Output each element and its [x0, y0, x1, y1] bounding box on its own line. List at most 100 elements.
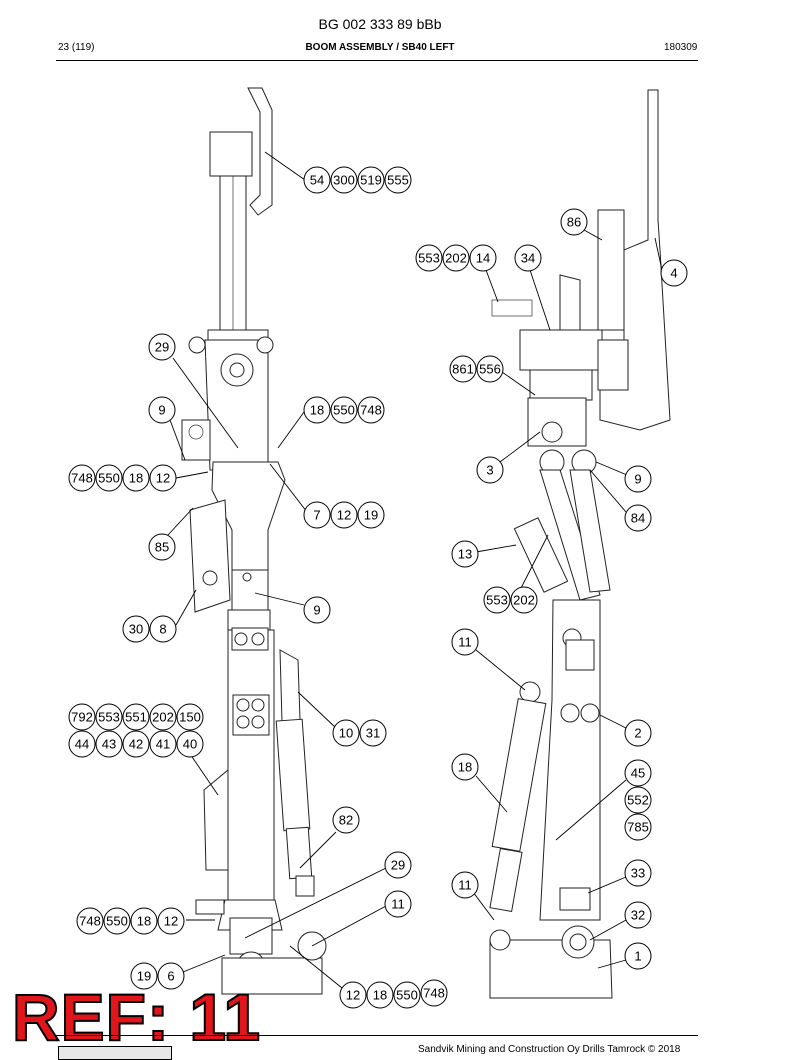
callout-18-label: 18	[373, 988, 387, 1003]
callout-54-label: 54	[310, 173, 324, 188]
callout-748-label: 748	[71, 471, 93, 486]
callout-748-label: 748	[79, 914, 101, 929]
callout-2-label: 2	[634, 726, 641, 741]
callout-29-lower: 29	[384, 851, 412, 879]
callout-550-label: 550	[396, 988, 418, 1003]
callout-300	[330, 166, 358, 194]
callout-11-label: 11	[458, 878, 472, 893]
callout-84: 84	[624, 504, 652, 532]
callout-555	[384, 166, 412, 194]
callout-86: 86	[560, 208, 588, 236]
callout-748-label: 748	[423, 986, 445, 1001]
section-title: BOOM ASSEMBLY / SB40 LEFT	[305, 42, 455, 53]
callout-9-upper: 9	[148, 396, 176, 424]
callout-29-upper-label: 29	[155, 340, 169, 355]
callout-7-label: 7	[313, 508, 320, 523]
callout-150-label: 150	[179, 710, 201, 725]
callout-519	[357, 166, 385, 194]
callout-18-label: 18	[310, 403, 324, 418]
callout-550-label: 550	[333, 403, 355, 418]
callout-32: 32	[624, 901, 652, 929]
callout-18-label: 18	[129, 471, 143, 486]
callout-555-label: 555	[387, 173, 409, 188]
callout-10-label: 10	[339, 726, 353, 741]
left-boom-view	[181, 87, 327, 995]
ref-label: REF: 11	[11, 980, 262, 1054]
callout-4: 4	[660, 259, 688, 287]
callout-40-label: 40	[183, 737, 197, 752]
callout-748-label: 748	[360, 403, 382, 418]
callout-group-18-550-748-upper: 18 550 748	[303, 396, 385, 424]
callout-9-upper-label: 9	[158, 403, 165, 418]
callout-34: 34	[514, 244, 542, 272]
callout-1: 1	[624, 942, 652, 970]
callout-group-19-6: 19 6	[130, 962, 185, 990]
page-number: 23 (119)	[58, 42, 95, 53]
callout-553-label: 553	[418, 251, 440, 266]
callout-44-label: 44	[75, 737, 89, 752]
callout-9-right: 9	[624, 465, 652, 493]
right-boom-view	[489, 89, 671, 999]
callout-group-44-43-42-41-40: 44 43 42 41 40	[68, 730, 204, 758]
callout-9-mid: 9	[303, 596, 331, 624]
callout-11-lower-left: 11	[384, 890, 412, 918]
callout-group-861-556: 861 556	[449, 355, 504, 383]
callout-group-553-202-right: 553 202	[483, 586, 538, 614]
callout-202-label: 202	[513, 593, 535, 608]
callout-11-right-lower: 11	[451, 871, 479, 899]
callout-43-label: 43	[102, 737, 116, 752]
callout-45-label: 45	[631, 766, 645, 781]
callout-82: 82	[332, 806, 360, 834]
callout-group-553-202-14: 553 202 14	[415, 244, 497, 272]
callout-785-label: 785	[627, 820, 649, 835]
document-date: 180309	[664, 42, 698, 53]
callout-519-label: 519	[360, 173, 382, 188]
callout-34-label: 34	[521, 251, 535, 266]
callout-12-label: 12	[164, 914, 178, 929]
callout-19-label: 19	[364, 508, 378, 523]
callout-30-label: 30	[129, 622, 143, 637]
callout-group-792-553-551-202-150: 792 553 551 202 150	[68, 703, 204, 731]
callout-556-label: 556	[479, 362, 501, 377]
callout-8-label: 8	[159, 622, 166, 637]
callout-group-748-550-18-12-lower: 748 550 18 12	[76, 907, 185, 935]
callout-54	[303, 166, 331, 194]
callout-18-label: 18	[137, 914, 151, 929]
callout-85: 85	[148, 533, 176, 561]
callout-12-label: 12	[346, 988, 360, 1003]
callout-33-label: 33	[631, 866, 645, 881]
callout-group-54-300-519-555: 54 300 519 555	[303, 166, 412, 194]
footer-rule	[56, 1035, 698, 1036]
callout-13: 13	[451, 540, 479, 568]
callout-group-45-552-785: 45 552 785	[624, 759, 652, 841]
callout-12-label: 12	[156, 471, 170, 486]
callout-11-label: 11	[458, 635, 472, 650]
callout-group-7-12-19: 7 12 19	[303, 501, 385, 529]
callout-202-label: 202	[445, 251, 467, 266]
callout-18-label: 18	[458, 760, 472, 775]
callout-6-label: 6	[167, 969, 174, 984]
callout-group-10-31: 10 31	[332, 719, 387, 747]
callout-group-748-550-18-12-mid: 748 550 18 12	[68, 464, 177, 492]
callout-4-label: 4	[670, 266, 677, 281]
callout-11-right-mid: 11	[451, 628, 479, 656]
callout-85-label: 85	[155, 540, 169, 555]
callout-552-label: 552	[627, 793, 649, 808]
callout-553-label: 553	[98, 710, 120, 725]
callout-9-right-label: 9	[634, 472, 641, 487]
callout-553-label: 553	[486, 593, 508, 608]
callout-550-label: 550	[106, 914, 128, 929]
callout-3: 3	[476, 456, 504, 484]
callout-42-label: 42	[129, 737, 143, 752]
callout-550-label: 550	[98, 471, 120, 486]
callout-792-label: 792	[71, 710, 93, 725]
callout-14-label: 14	[476, 251, 490, 266]
callout-2: 2	[624, 719, 652, 747]
callout-group-30-8: 30 8	[122, 615, 177, 643]
callout-300-label: 300	[333, 173, 355, 188]
callout-29-lower-label: 29	[391, 858, 405, 873]
callout-861-label: 861	[452, 362, 474, 377]
callout-group-12-18-550-748-bottom: 12 18 550 748	[339, 979, 448, 1009]
sandvik-logo	[58, 1046, 172, 1060]
